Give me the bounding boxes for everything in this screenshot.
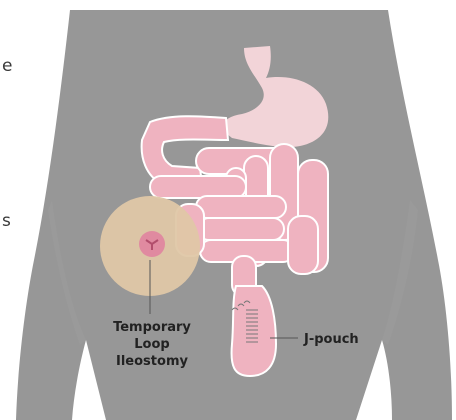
stoma-label-line-1: Temporary Loop xyxy=(96,319,208,353)
j-pouch-label: J-pouch xyxy=(304,331,359,348)
stoma-label: Temporary Loop Ileostomy xyxy=(96,319,208,370)
j-pouch xyxy=(232,286,276,376)
stoma-label-line-2: Ileostomy xyxy=(96,353,208,370)
